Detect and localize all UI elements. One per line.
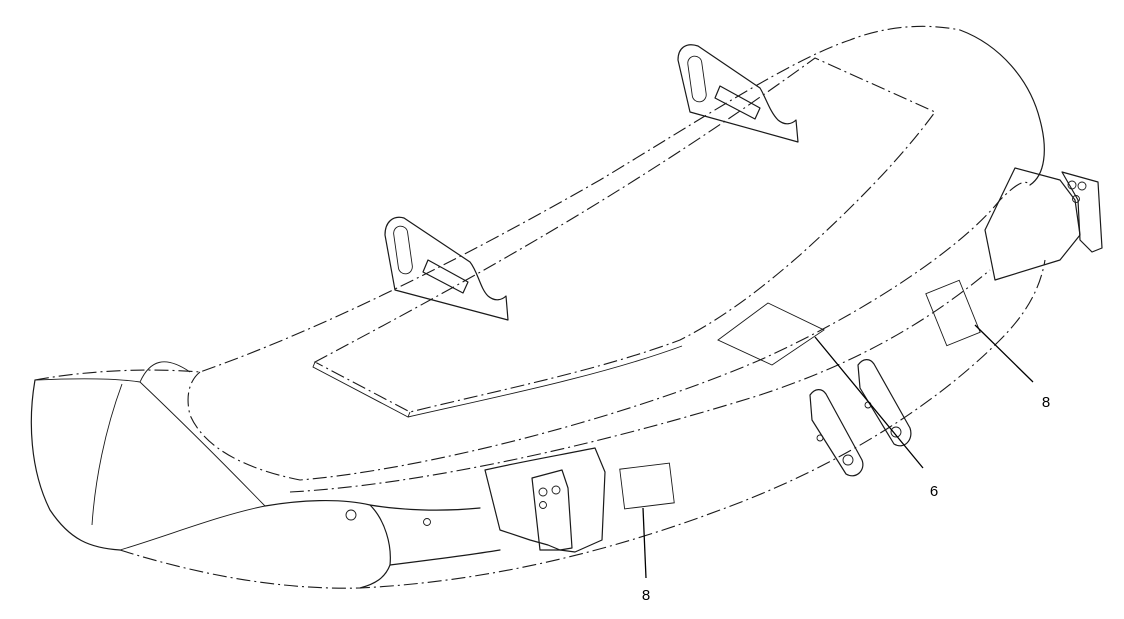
- callout-8-left: 8: [642, 587, 650, 604]
- decals: [619, 279, 981, 510]
- rear-bracket-left: [384, 216, 509, 321]
- top-deck-plate: [312, 57, 936, 418]
- rear-bracket-right: [677, 44, 799, 143]
- hitch-arms: [809, 359, 912, 477]
- decal-top: [717, 302, 825, 366]
- callout-6: 6: [930, 483, 938, 500]
- leader-line-8-left: [642, 507, 647, 579]
- front-bracket-right: [984, 167, 1103, 281]
- callout-8-right: 8: [1042, 394, 1050, 411]
- decal-front-left: [619, 462, 675, 510]
- leader-line-8-right: [974, 324, 1034, 383]
- leader-line-6: [814, 336, 924, 469]
- deck-shell: [30, 25, 1046, 589]
- decal-front-right: [925, 279, 981, 347]
- front-bracket-left: [484, 447, 606, 553]
